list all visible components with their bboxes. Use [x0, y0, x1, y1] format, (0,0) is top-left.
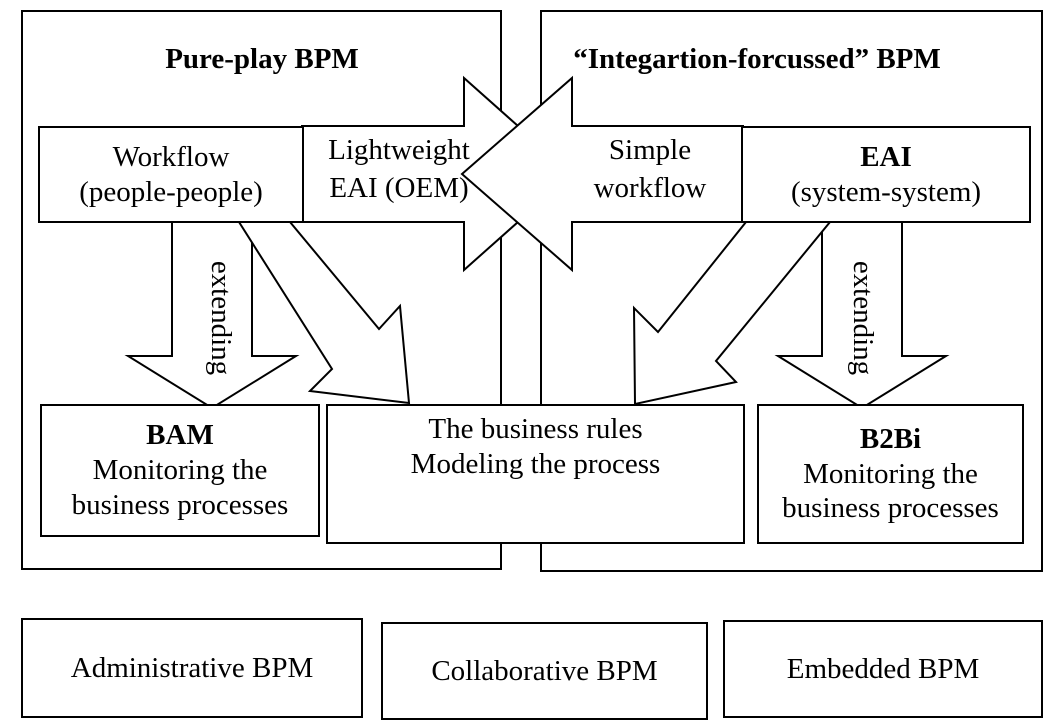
- simple-label-2: workflow: [593, 172, 707, 204]
- eai-title: EAI: [860, 140, 912, 173]
- workflow-to-rules-arrow: [237, 221, 411, 405]
- integration-title: “Integartion-forcussed” BPM: [573, 43, 941, 75]
- collaborative-bpm-box: Collaborative BPM: [381, 622, 708, 720]
- extending-right-arrow: [774, 221, 950, 410]
- eai-box: EAI (system-system): [741, 126, 1031, 223]
- business-rules-line-1: The business rules: [428, 413, 643, 445]
- lightweight-label-1: Lightweight: [328, 134, 470, 166]
- collaborative-bpm-label: Collaborative BPM: [431, 654, 658, 687]
- bam-line-2: business processes: [71, 488, 289, 521]
- embedded-bpm-box: Embedded BPM: [723, 620, 1043, 718]
- lightweight-label-2: EAI (OEM): [329, 172, 469, 204]
- simple-workflow-arrow: [460, 75, 744, 273]
- eai-to-rules-arrow: [632, 221, 833, 406]
- b2bi-title: B2Bi: [859, 422, 922, 455]
- workflow-subtitle: (people-people): [79, 175, 263, 208]
- integration-region: [540, 10, 1043, 572]
- b2bi-line-2: business processes: [782, 492, 999, 525]
- simple-label-1: Simple: [608, 134, 692, 166]
- b2bi-box: B2Bi Monitoring the business processes: [757, 404, 1024, 544]
- b2bi-line-1: Monitoring the: [803, 457, 978, 490]
- pure-play-title: Pure-play BPM: [165, 43, 359, 75]
- embedded-bpm-label: Embedded BPM: [786, 652, 980, 685]
- administrative-bpm-box: Administrative BPM: [21, 618, 363, 718]
- business-rules-box: The business rules Modeling the process: [326, 404, 745, 544]
- workflow-box: Workflow (people-people): [38, 126, 304, 223]
- extending-right-label: extending: [847, 260, 879, 376]
- eai-subtitle: (system-system): [790, 175, 982, 208]
- bam-title: BAM: [146, 419, 214, 452]
- administrative-bpm-label: Administrative BPM: [70, 651, 314, 684]
- extending-left-label: extending: [205, 260, 237, 376]
- pure-play-region: [21, 10, 502, 570]
- business-rules-line-2: Modeling the process: [410, 447, 661, 480]
- bam-line-1: Monitoring the: [92, 454, 268, 487]
- workflow-title: Workflow: [112, 140, 230, 173]
- bam-box: BAM Monitoring the business processes: [40, 404, 320, 537]
